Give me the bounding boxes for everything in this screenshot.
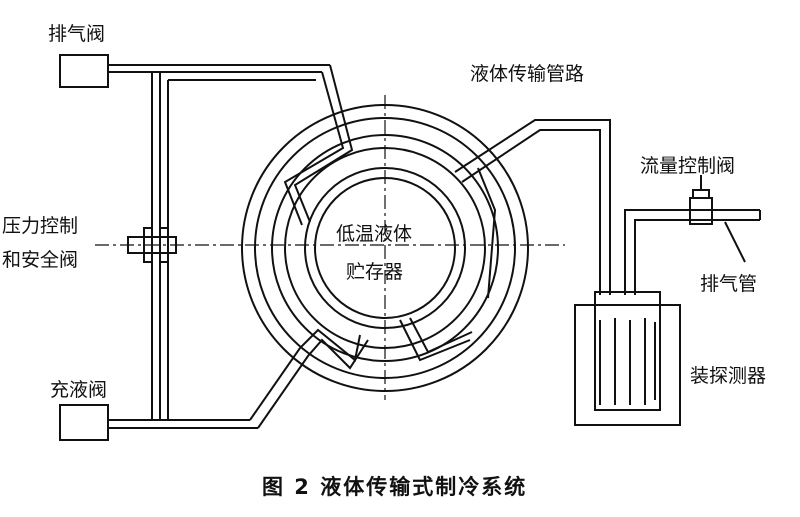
transfer-line-label: 液体传输管路 [470,63,584,85]
fill-valve-box [59,404,109,441]
pressure-valve-symbol [127,227,177,263]
vessel-supports [399,317,473,362]
detector-dewar [574,291,681,426]
vent-valve-box [59,54,109,88]
fill-inner-pipe [249,328,369,429]
dewar-vessel [241,104,529,392]
fill-valve-label: 充液阀 [50,379,107,401]
dewar-label-2: 贮存器 [346,261,403,283]
dewar-label-1: 低温液体 [336,223,412,245]
pressure-control-label-1: 压力控制 [2,215,78,237]
detector-label: 装探测器 [690,365,766,387]
vent-valve-label: 排气阀 [48,23,105,45]
flow-control-assembly [624,175,761,295]
figure-caption: 图 2 液体传输式制冷系统 [262,475,527,499]
pressure-control-label-2: 和安全阀 [2,249,78,271]
vent-inner-pipe [283,64,354,226]
center-lines [95,95,565,400]
transfer-pipe [454,119,611,299]
vent-pipe-label: 排气管 [700,273,757,295]
flow-control-valve-label: 流量控制阀 [640,155,735,177]
